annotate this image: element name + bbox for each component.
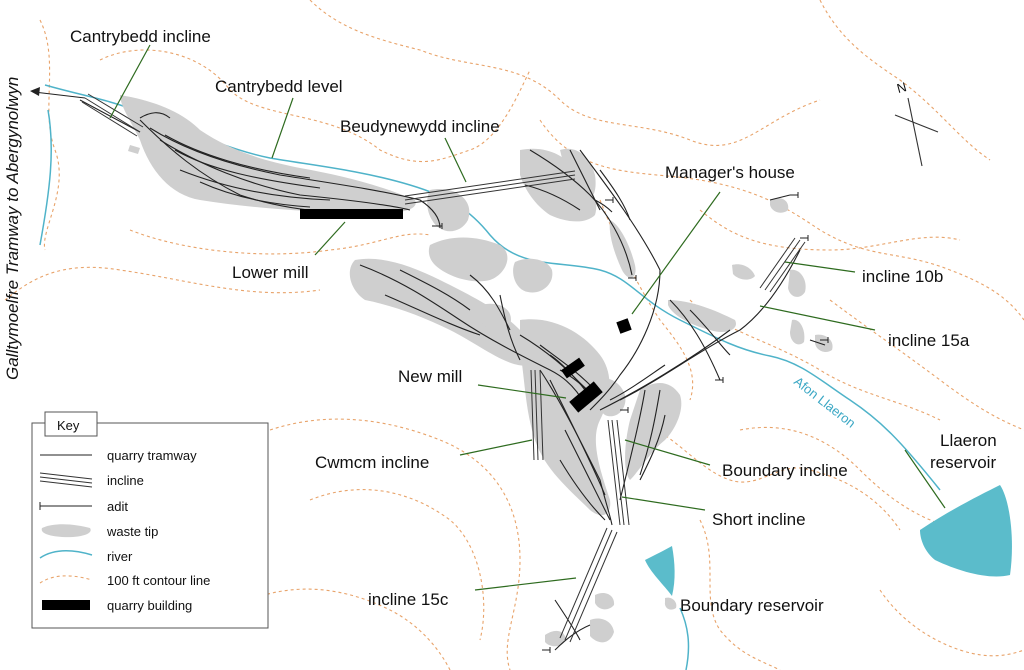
lower-mill-building bbox=[300, 209, 403, 219]
pointer-lines bbox=[109, 44, 946, 591]
label-llaeron-line2: reservoir bbox=[930, 453, 996, 472]
label-lower-mill: Lower mill bbox=[232, 263, 309, 282]
label-new-mill: New mill bbox=[398, 367, 462, 386]
label-cantrybedd-incline: Cantrybedd incline bbox=[70, 27, 211, 46]
tramway-arrow bbox=[30, 87, 86, 99]
key-waste-tip-swatch bbox=[41, 524, 91, 538]
key-label-waste-tip: waste tip bbox=[106, 524, 158, 539]
managers-house-building bbox=[616, 318, 632, 334]
map-labels: Cantrybedd incline Cantrybedd level Beud… bbox=[3, 27, 997, 615]
waste-tips bbox=[120, 95, 833, 647]
label-incline-10b: incline 10b bbox=[862, 267, 943, 286]
compass: N bbox=[894, 79, 939, 167]
quarry-buildings bbox=[300, 209, 632, 413]
key-label-quarry-building: quarry building bbox=[107, 598, 192, 613]
llaeron-reservoir bbox=[920, 485, 1012, 577]
new-mill-building-1 bbox=[561, 357, 585, 379]
key-label-incline: incline bbox=[107, 473, 144, 488]
boundary-reservoir bbox=[645, 546, 675, 596]
key-quarry-building-swatch bbox=[42, 600, 90, 610]
key-label-contour-line: 100 ft contour line bbox=[107, 573, 210, 588]
label-cantrybedd-level: Cantrybedd level bbox=[215, 77, 343, 96]
label-beudynewydd-incline: Beudynewydd incline bbox=[340, 117, 500, 136]
label-short-incline: Short incline bbox=[712, 510, 806, 529]
label-boundary-reservoir: Boundary reservoir bbox=[680, 596, 824, 615]
inclines bbox=[81, 93, 806, 643]
label-boundary-incline: Boundary incline bbox=[722, 461, 848, 480]
quarry-tramways bbox=[79, 99, 826, 651]
key-label-quarry-tramway: quarry tramway bbox=[107, 448, 197, 463]
compass-north-letter: N bbox=[895, 79, 908, 96]
key-label-adit: adit bbox=[107, 499, 128, 514]
new-mill-building-2 bbox=[569, 381, 603, 413]
adits bbox=[432, 192, 829, 653]
label-incline-15c: incline 15c bbox=[368, 590, 449, 609]
map-key: Key quarry tramway incline adit waste ti… bbox=[31, 411, 269, 629]
label-cwmcm-incline: Cwmcm incline bbox=[315, 453, 429, 472]
key-title: Key bbox=[57, 418, 80, 433]
label-incline-15a: incline 15a bbox=[888, 331, 970, 350]
label-managers-house: Manager's house bbox=[665, 163, 795, 182]
key-label-river: river bbox=[107, 549, 133, 564]
label-tramway-side: Galltymoelfre Tramway to Abergynolwyn bbox=[3, 77, 22, 380]
label-llaeron-line1: Llaeron bbox=[940, 431, 997, 450]
